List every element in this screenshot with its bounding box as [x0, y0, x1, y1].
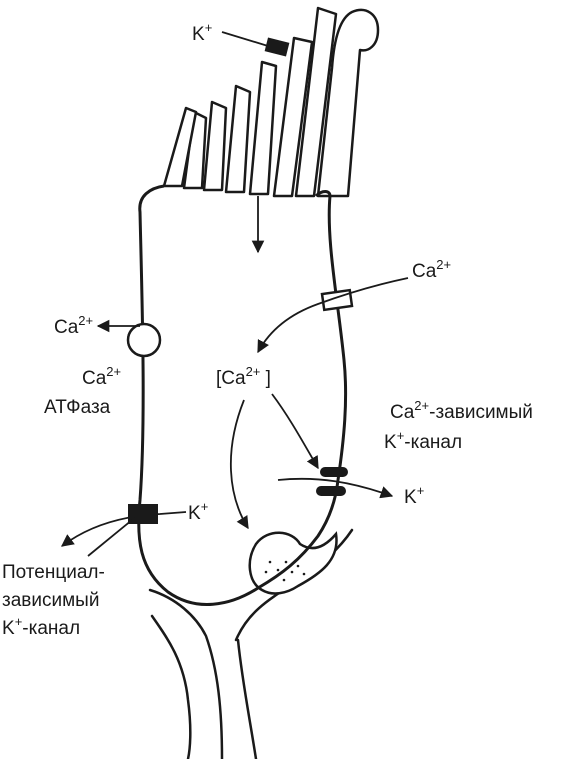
stereocilia-bundle: [162, 6, 380, 198]
label-ca-atpase-1: Ca2+: [82, 364, 121, 389]
label-ca-intracellular: [Ca2+ ]: [216, 364, 271, 389]
arrow-k-efflux-left: [60, 511, 187, 547]
label-volt-3: K+-канал: [2, 614, 80, 639]
stereocilium-1: [294, 6, 338, 198]
arrow-ca-to-synapse: [230, 399, 249, 530]
stereocilium-5: [202, 100, 228, 192]
met-channel: [264, 37, 290, 57]
ca-dependent-k-channel: [316, 467, 348, 496]
ca-atpase-pump: [126, 322, 162, 358]
voltage-gated-k-channel: [128, 504, 158, 524]
label-ca-dep-1: Ca2+-зависимый: [390, 398, 533, 423]
stereocilium-3: [248, 60, 278, 196]
stereocilium-2: [272, 36, 314, 198]
label-k-left-channel: K+: [188, 499, 208, 524]
label-volt-2: зависимый: [2, 590, 99, 611]
arrow-k-entry: [221, 31, 269, 47]
arrow-k-efflux-right: [277, 477, 394, 499]
label-k-out-right: K+: [404, 483, 424, 508]
kinocilium: [316, 8, 380, 198]
arrow-ca-to-k-channel: [271, 393, 319, 470]
stereocilium-4: [224, 84, 252, 194]
label-atpase: АТФаза: [44, 397, 111, 418]
label-ca-out-left: Ca2+: [54, 313, 93, 338]
leader-volt-channel: [87, 519, 133, 557]
cell-membrane: [137, 184, 348, 606]
label-k-top: K+: [192, 20, 212, 45]
stereocilium-7: [162, 106, 198, 188]
label-ca-dep-2: K+-канал: [384, 428, 462, 453]
label-ca-in-right: Ca2+: [412, 257, 451, 282]
arrow-ca-influx: [257, 277, 409, 354]
label-volt-1: Потенциал-: [2, 562, 105, 583]
flux-arrows: [60, 31, 409, 557]
